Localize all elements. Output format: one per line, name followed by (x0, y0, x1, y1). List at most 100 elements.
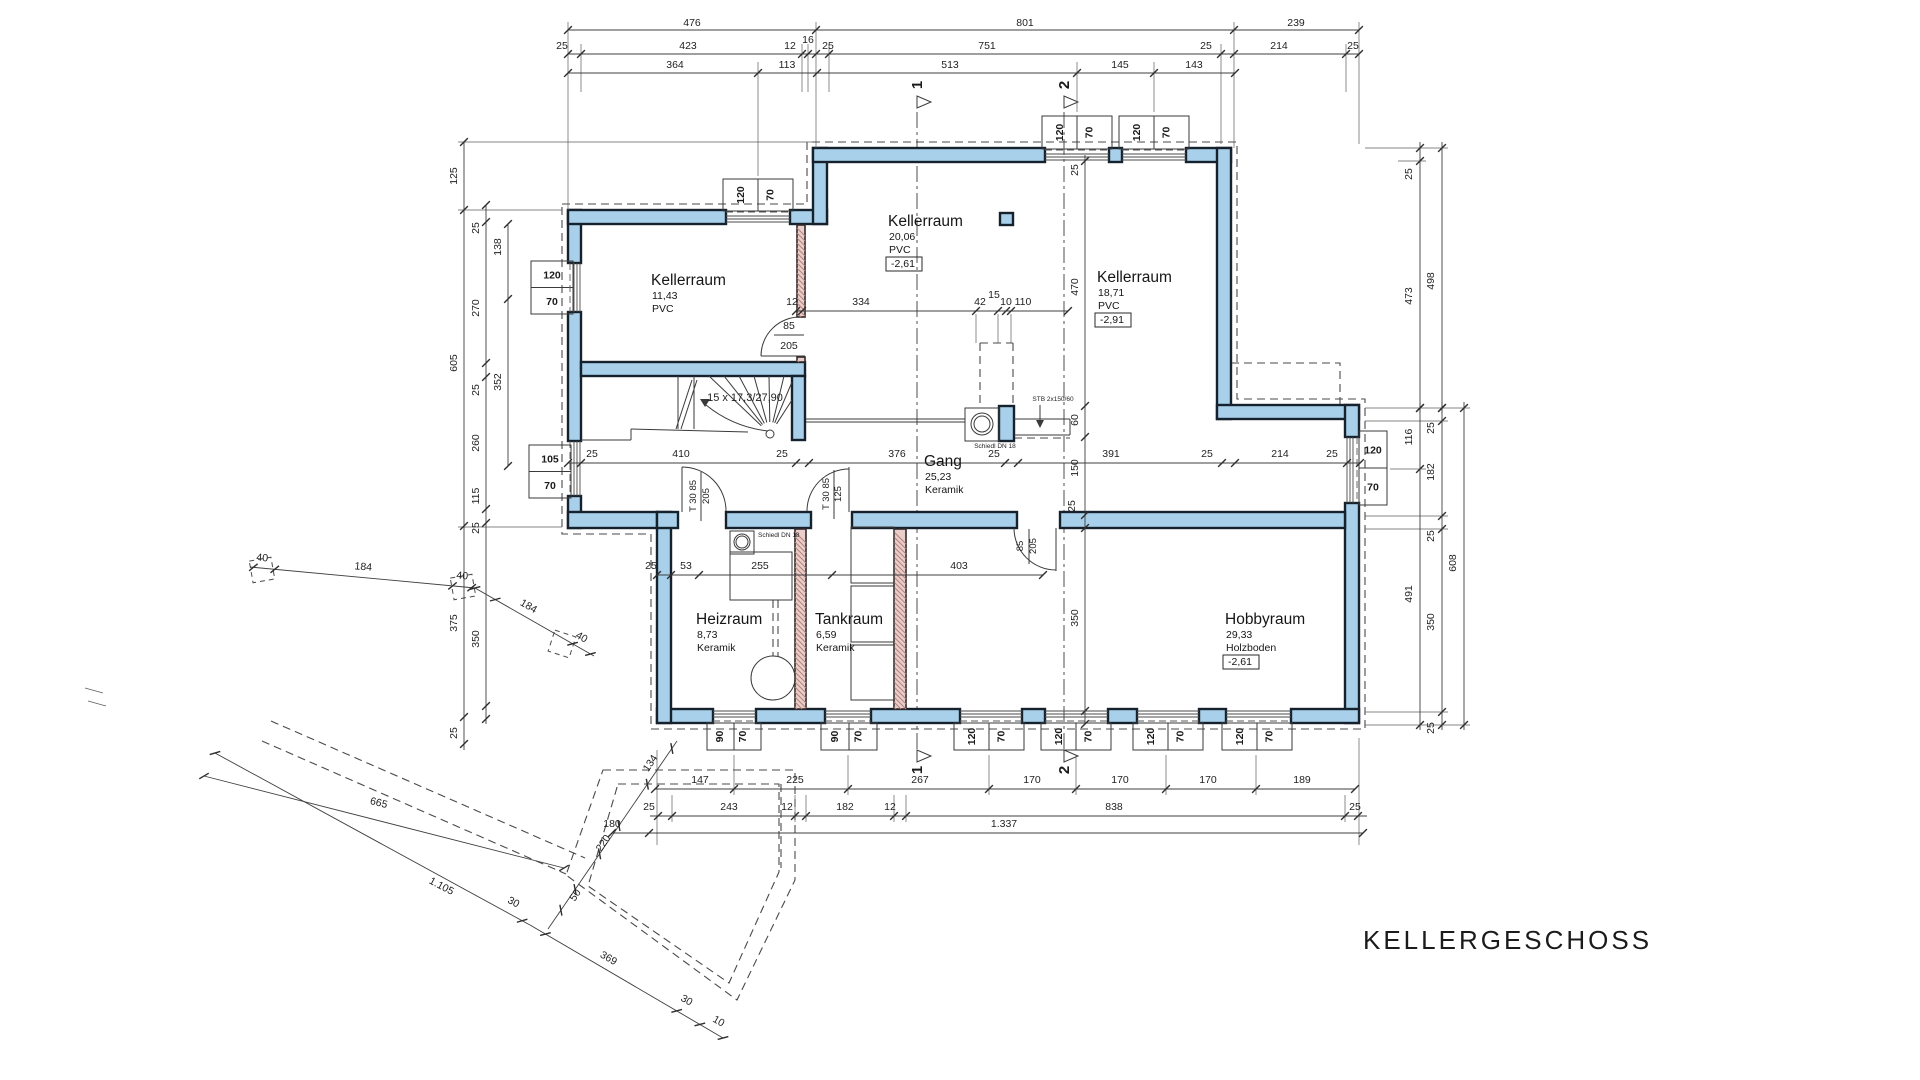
dimension-tick (797, 306, 807, 316)
dim-label: 125 (448, 167, 460, 185)
partition-hatch (794, 601, 807, 614)
dim-label: 25 (643, 801, 655, 813)
dim-label: 30 (678, 992, 694, 1008)
dimension-tick (1080, 156, 1090, 166)
structure-rect (729, 551, 793, 601)
partition-hatch (796, 252, 806, 262)
dim-label: 134 (641, 753, 661, 774)
window-tag: 70 (1174, 731, 1186, 743)
dim-label: 25 (1425, 530, 1437, 542)
wall (1289, 707, 1361, 725)
dimension-tick (563, 49, 573, 59)
dimension-tick (459, 205, 469, 215)
dimension-tick (1217, 458, 1227, 468)
dimension-tick (1437, 524, 1447, 534)
window-tag: 70 (995, 731, 1007, 743)
dimension-tick (617, 820, 621, 832)
partition-hatch (893, 686, 907, 700)
dimension-tick (563, 68, 573, 78)
room-area: 29,33 (1226, 629, 1252, 641)
dimension-tick (1415, 464, 1425, 474)
room-level-box (1222, 654, 1260, 670)
dimension-tick (971, 306, 981, 316)
dim-label: 470 (1069, 278, 1081, 296)
dim-label: 25 (470, 222, 482, 234)
dim-label: 255 (751, 560, 769, 572)
dimension-tick (804, 458, 814, 468)
dim-label: 473 (1403, 287, 1415, 305)
partition-hatch (794, 616, 807, 629)
dim-label: 352 (492, 373, 504, 391)
partition-hatch (893, 551, 907, 565)
partition-hatch (796, 359, 800, 363)
dim-label: 16 (802, 34, 814, 46)
wall (1215, 146, 1233, 421)
structure-line (723, 375, 763, 425)
wall (566, 510, 659, 530)
room-name: Kellerraum (888, 213, 963, 230)
structure-path (705, 404, 769, 432)
dimension-line (249, 566, 476, 589)
partition-hatch (893, 651, 907, 665)
dimension-tick (1080, 719, 1090, 729)
wall (850, 510, 1019, 530)
dim-label: 10 (710, 1013, 726, 1029)
dimension-tick (694, 1022, 706, 1027)
dim-label: 25 (470, 384, 482, 396)
window-tag: 120 (1131, 124, 1143, 142)
structure-line (708, 375, 762, 427)
dimension-tick (1080, 706, 1090, 716)
structure-rect (850, 644, 895, 701)
partition-hatch (893, 676, 907, 690)
dimension-tick (1000, 458, 1010, 468)
dim-label: 476 (683, 17, 701, 29)
dimension-tick (1350, 784, 1360, 794)
dimension-tick (1437, 707, 1447, 717)
partition-hatch (794, 691, 807, 704)
structure-rect (1118, 115, 1190, 150)
room-level-box (885, 256, 923, 272)
dim-label: 267 (911, 774, 929, 786)
window-tag: 90 (829, 731, 841, 743)
window-tag: 70 (764, 189, 776, 201)
door-tag: 205 (701, 488, 712, 504)
dim-label: 147 (691, 774, 709, 786)
room-floor: Keramik (925, 484, 964, 496)
room-floor: Keramik (816, 642, 855, 654)
dim-label: 12 (781, 801, 793, 813)
room-floor: Holzboden (1226, 642, 1276, 654)
window-tag: 70 (544, 480, 556, 492)
partition-hatch (893, 616, 907, 630)
partition-hatch (794, 581, 807, 594)
dimension-tick (459, 712, 469, 722)
partition-hatch (893, 531, 907, 545)
dimension-tick (1353, 811, 1363, 821)
dimension-tick (576, 49, 586, 59)
partition-hatch (796, 287, 806, 297)
dimension-tick (843, 784, 853, 794)
dimension-tick (645, 778, 650, 790)
dimension-tick (1001, 306, 1011, 316)
dim-label: 180 (603, 818, 621, 830)
partition-hatch (794, 586, 807, 599)
dimension-tick (993, 306, 1003, 316)
dim-label: 25 (1403, 168, 1415, 180)
wall (998, 211, 1015, 227)
dim-label: 25 (645, 560, 657, 572)
wall (1197, 707, 1228, 725)
partition-hatch (794, 566, 807, 579)
partition-hatch (893, 646, 907, 660)
dimension-line (547, 740, 678, 930)
dashed-line (261, 740, 567, 875)
dim-label: 25 (470, 522, 482, 534)
wall (1107, 146, 1124, 164)
dimension-tick (644, 828, 654, 838)
wall (997, 404, 1016, 443)
dim-label: 25 (1326, 448, 1338, 460)
room-name: Heizraum (696, 611, 762, 628)
partition-hatch (794, 681, 807, 694)
dim-label: 25 (1200, 40, 1212, 52)
room-level-box (1094, 312, 1132, 328)
partition-hatch (893, 611, 907, 625)
